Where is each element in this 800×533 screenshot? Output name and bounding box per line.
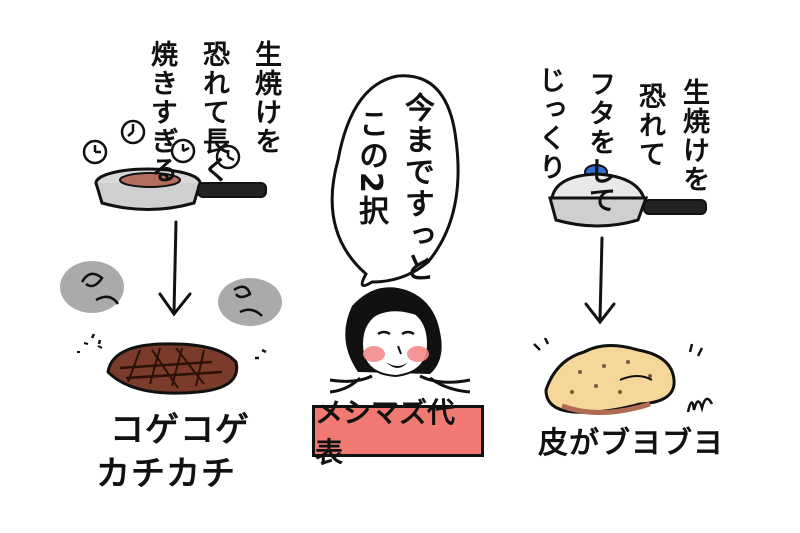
speech-col-2: この2択 [353,108,388,227]
right-caption-col-3: フタをして [584,70,615,215]
left-caption-col-1: 生焼けを [250,40,281,156]
right-caption-col-1: 生焼けを [678,78,709,194]
frying-pan-icon [548,196,707,228]
left-caption-col-2: 恐れて長く [198,40,229,185]
banner-label: メシマズ代表 [312,396,484,469]
character-face [329,287,471,394]
burnt-steak [77,342,239,395]
speech-bubble [330,74,460,288]
arrow-down-icon [584,236,616,325]
left-caption-col-3: 焼きすぎる [146,40,177,185]
right-caption-col-4: じっくり [534,66,565,182]
arrow-down-icon [158,220,192,317]
soggy-chicken [533,337,714,415]
left-result-line-2: カチカチ [96,454,236,494]
frying-pan-icon [94,167,267,211]
left-result-line-1: コゲコゲ [110,410,250,450]
right-result: 皮がブヨブヨ [538,426,724,461]
smoke-icon [60,261,282,360]
lid-icon [550,164,647,200]
clock-icon [82,119,241,170]
speech-col-1: 今まですっと [399,92,434,284]
right-caption-col-2: 恐れて [634,82,665,169]
